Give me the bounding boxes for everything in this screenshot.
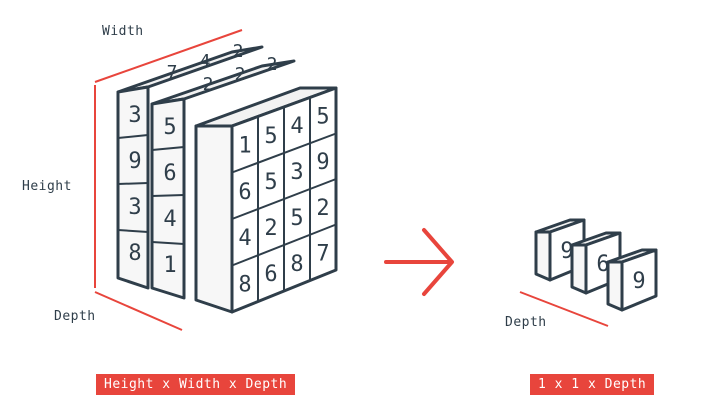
back-cell-0: 3 [128,103,141,128]
output-volume: 969 [534,218,658,312]
input-back-layer: 3 9 3 8 7 4 2 [116,41,264,290]
width-label: Width [102,24,144,39]
front-cell: 6 [238,180,251,205]
depth-dimension-line [94,291,183,331]
output-dimensions-caption: 1 x 1 x Depth [530,374,655,395]
front-cell: 2 [316,196,329,221]
height-label: Height [22,179,72,194]
front-grid-row-line [231,223,337,267]
back-cell-3: 8 [128,241,141,266]
front-cell: 8 [238,273,251,298]
front-cell: 4 [290,114,303,139]
back-top-0: 7 [167,62,178,83]
back-cell-2: 3 [128,195,141,220]
input-middle-layer: 5 6 4 1 2 2 2 [150,54,296,300]
arrow-right-icon [384,228,454,296]
front-cell: 4 [238,226,251,251]
front-cell: 6 [264,262,277,287]
middle-cell-3: 1 [163,253,176,278]
front-cell: 9 [316,150,329,175]
depth-label: Depth [54,309,96,324]
output-depth-dimension-line [519,291,609,327]
front-cell: 5 [290,206,303,231]
front-cell: 3 [290,160,303,185]
width-dimension-line [94,29,243,83]
front-cell: 2 [264,216,277,241]
front-cell: 1 [238,133,251,158]
output-cell: 6 [596,252,609,277]
front-cell: 5 [316,105,329,130]
front-cell: 8 [290,252,303,277]
back-cell-1: 9 [128,149,141,174]
middle-cell-1: 6 [163,161,176,186]
middle-top-2: 2 [267,54,278,75]
front-grid-row-line [231,178,337,220]
front-cell: 5 [264,124,277,149]
front-cell: 5 [264,170,277,195]
middle-top-1: 2 [235,64,246,85]
input-dimensions-caption: Height x Width x Depth [96,374,296,395]
back-top-1: 4 [200,51,211,72]
middle-top-0: 2 [203,74,214,95]
output-depth-label: Depth [505,315,547,330]
front-cell: 7 [316,241,329,266]
output-cell: 9 [632,269,645,294]
output-cell: 9 [560,239,573,264]
middle-cell-0: 5 [163,115,176,140]
middle-cell-2: 4 [163,207,176,232]
output-block: 6 [570,231,622,295]
back-top-2: 2 [233,41,244,62]
output-block: 9 [606,248,658,312]
